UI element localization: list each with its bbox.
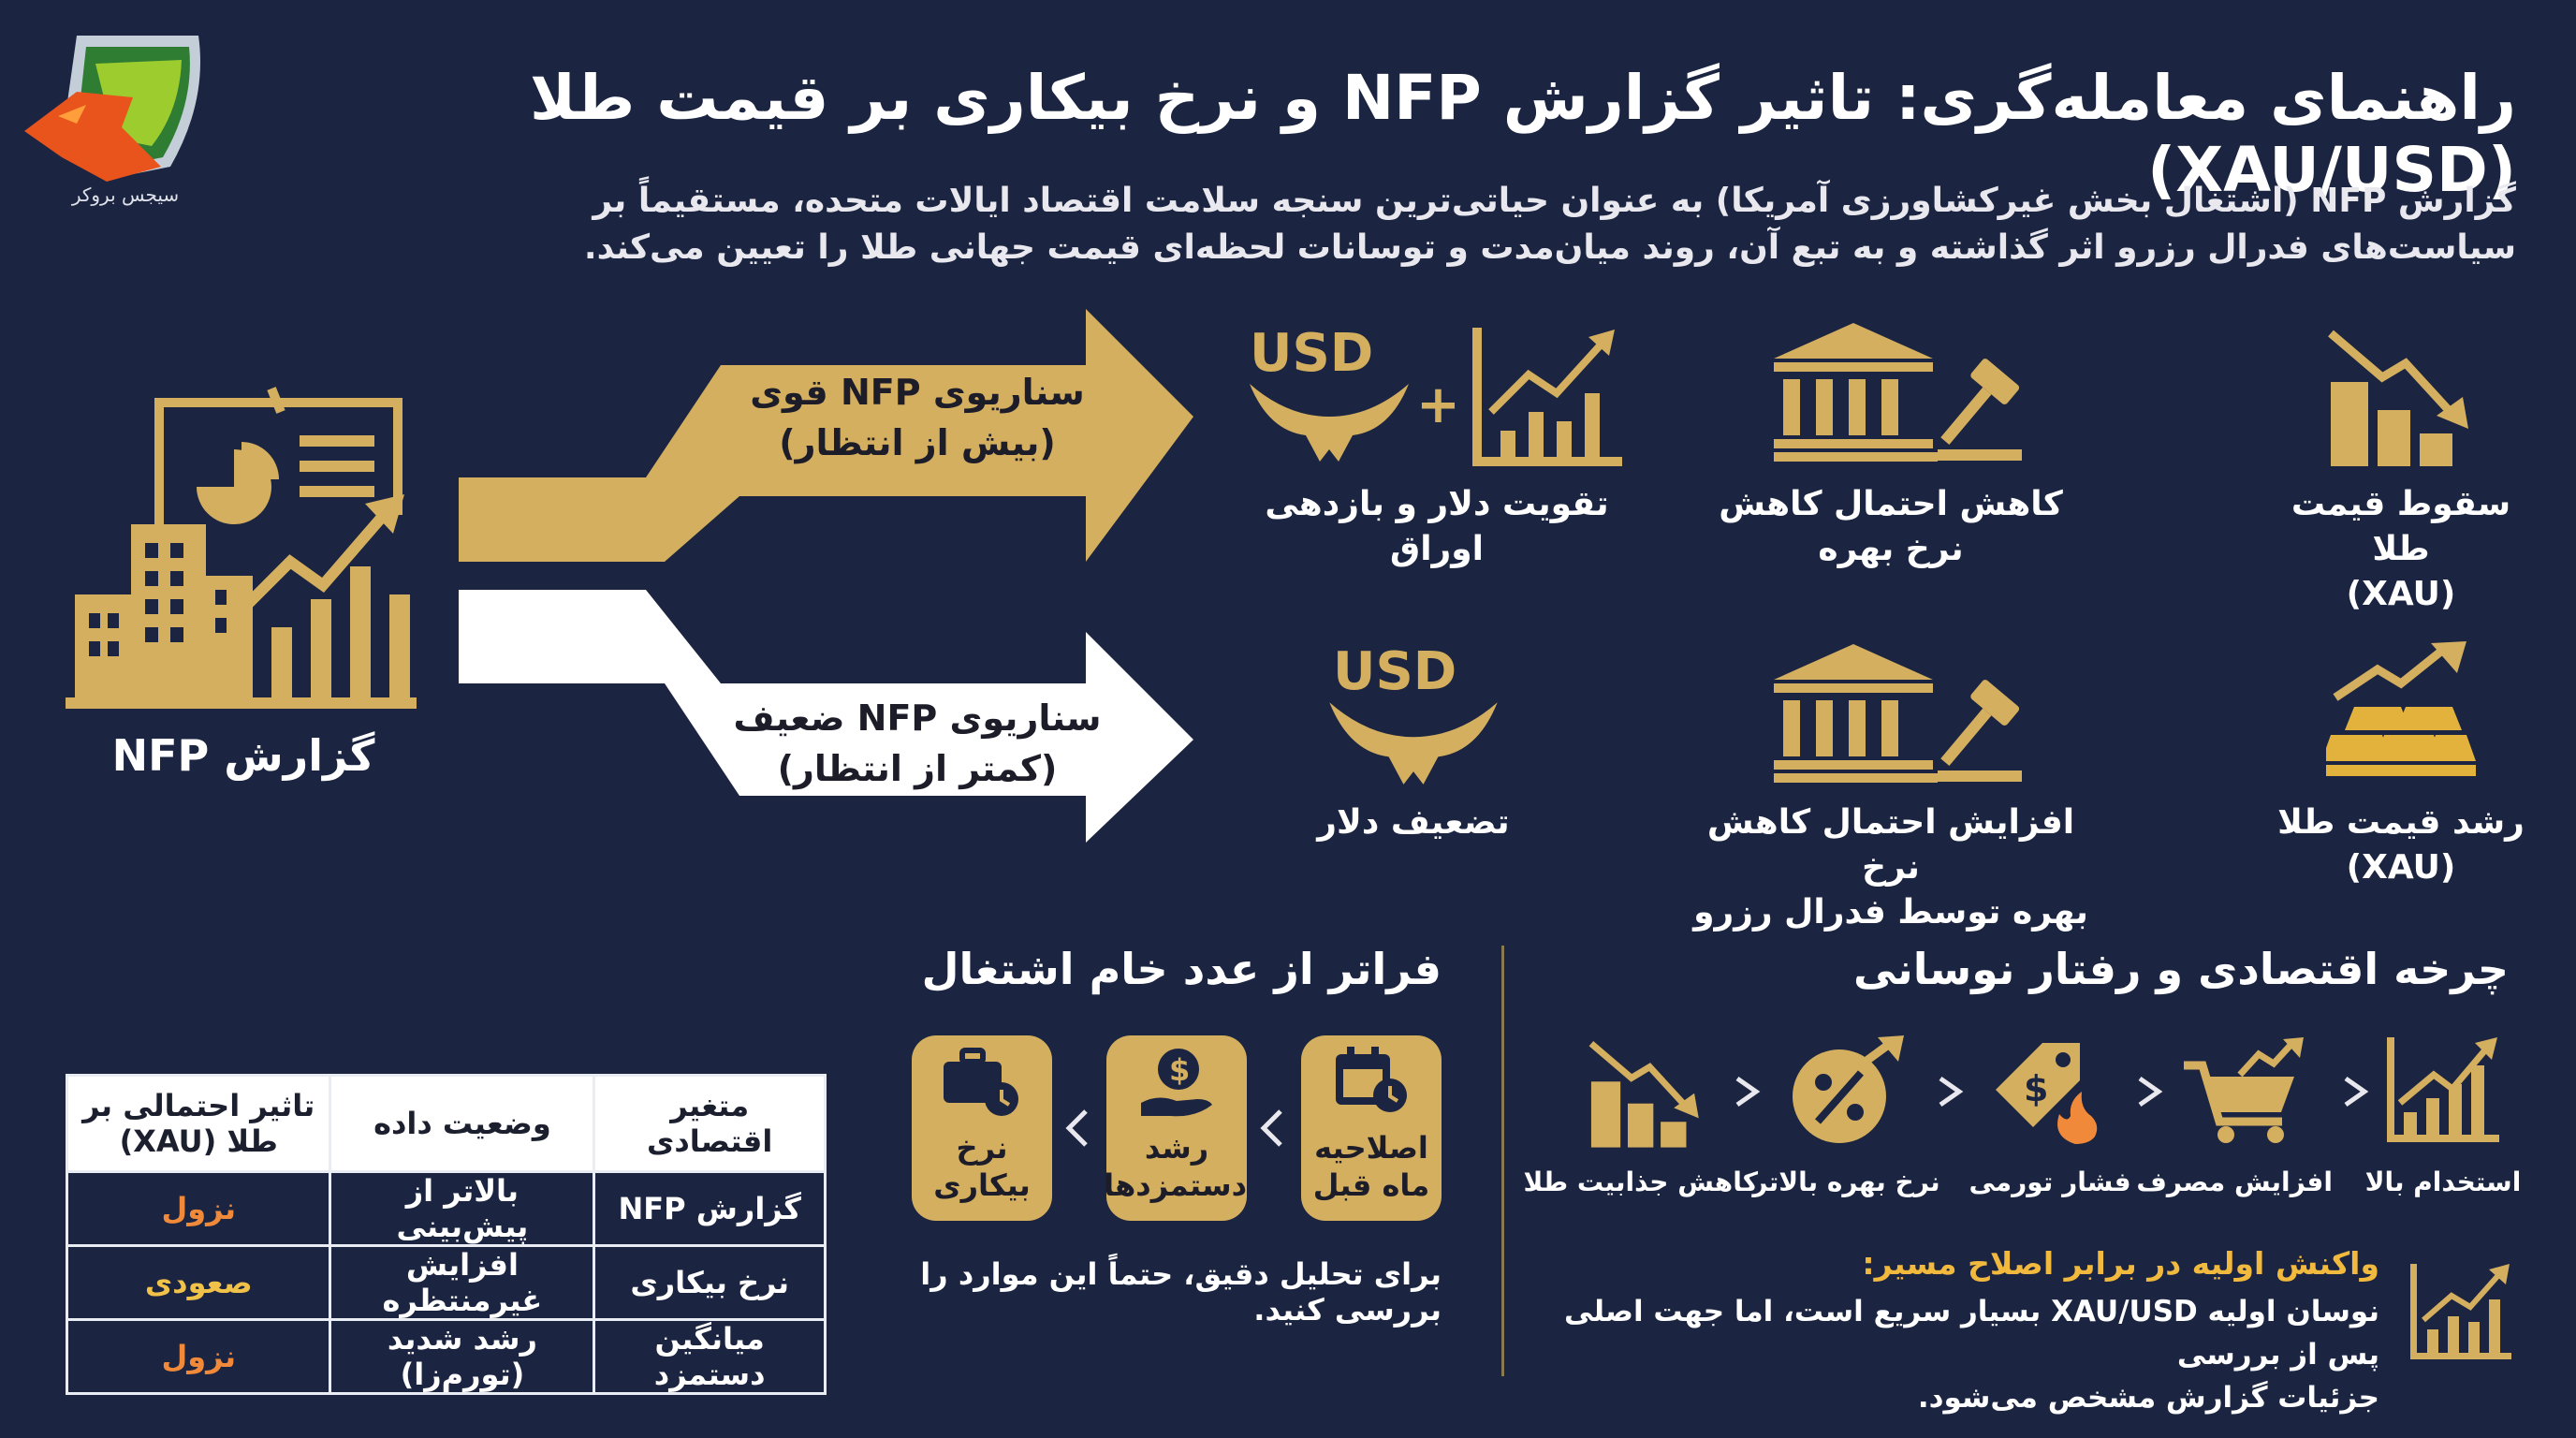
logo-caption: سیجس بروکر xyxy=(71,183,180,206)
briefcase-clock-icon xyxy=(944,1048,1018,1116)
table-cell: رشد شدید (تورم‌زا) xyxy=(329,1318,596,1395)
strong-outcome-3-label: سقوط قیمت طلا (XAU) xyxy=(2291,485,2511,613)
hand-dollar-icon: $ xyxy=(1141,1049,1212,1117)
impact-cell: نزول xyxy=(65,1170,332,1247)
nfp-source-label: گزارش NFP xyxy=(111,730,375,781)
column-header: تاثیر احتمالی بر طلا (XAU) xyxy=(65,1074,332,1173)
chevron-right-icon xyxy=(2138,1076,2163,1108)
table-header-row: متغیر اقتصادی وضعیت داده تاثیر احتمالی ب… xyxy=(65,1074,827,1173)
report-building-chart-icon xyxy=(66,387,417,709)
table-row: گزارش NFP بالاتر از پیش‌بینی نزول xyxy=(65,1170,827,1247)
usd-eagle-plus-chart-icon: USD + xyxy=(1250,323,1624,473)
tile-unemployment-rate: نرخ بیکاری xyxy=(912,1035,1052,1221)
table-cell: میانگین دستمزد xyxy=(593,1318,827,1395)
cycle-step-3-label: فشار تورمی xyxy=(1969,1167,2131,1197)
table-row: میانگین دستمزد رشد شدید (تورم‌زا) نزول xyxy=(65,1318,827,1395)
table-cell: گزارش NFP xyxy=(593,1170,827,1247)
column-header: وضعیت داده xyxy=(329,1074,596,1173)
chart-down-icon xyxy=(1588,1040,1699,1148)
plus-sign: + xyxy=(1416,374,1460,435)
chevron-right-icon xyxy=(2344,1076,2369,1108)
svg-text:$: $ xyxy=(2024,1068,2048,1109)
usd-text: USD xyxy=(1250,323,1374,384)
tile-wage-growth-label: رشد دستمزدها xyxy=(1104,1130,1247,1203)
chevron-right-icon xyxy=(1939,1076,1964,1108)
cycle-step-5-label: کاهش جذابیت طلا xyxy=(1523,1167,1758,1197)
rising-chart-icon xyxy=(1472,328,1622,466)
weak-outcome-1-label: تضعیف دلار xyxy=(1317,803,1510,842)
beyond-section-title: فراتر از عدد خام اشتغال xyxy=(921,944,1442,994)
cycle-step-2-label: افزایش مصرف xyxy=(2136,1167,2333,1197)
impact-cell: نزول xyxy=(65,1318,332,1395)
impact-cell: صعودی xyxy=(65,1244,332,1321)
weak-outcome-2-label: افزایش احتمال کاهش نرخ بهره توسط فدرال ر… xyxy=(1693,803,2088,932)
bank-gavel-icon xyxy=(1774,644,2022,783)
weak-outcome-3-label: رشد قیمت طلا (XAU) xyxy=(2277,803,2525,887)
gold-bars-up-icon xyxy=(2326,641,2476,776)
cycle-step-1-label: استخدام بالا xyxy=(2364,1167,2522,1197)
chevron-right-icon xyxy=(1735,1076,1761,1108)
tile-prior-revision-label: اصلاحیه ماه قبل xyxy=(1312,1130,1430,1203)
tile-wage-growth: $ رشد دستمزدها xyxy=(1104,1035,1247,1221)
strong-scenario-label: سناریوی NFP قوی (بیش از انتظار) xyxy=(750,372,1085,463)
impact-matrix-table: متغیر اقتصادی وضعیت داده تاثیر احتمالی ب… xyxy=(65,1074,827,1395)
chevron-left-icon xyxy=(1065,1109,1088,1147)
table-cell: افزایش غیرمنتظره xyxy=(329,1244,596,1321)
rising-chart-icon xyxy=(2410,1264,2511,1359)
calendar-clock-icon xyxy=(1336,1047,1407,1112)
cycle-note-text: نوسان اولیه XAU/USD بسیار سریع است، اما … xyxy=(1564,1295,2379,1415)
section-divider xyxy=(1501,946,1504,1376)
intro-paragraph: گزارش NFP (اشتغال بخش غیرکشاورزی آمریکا)… xyxy=(583,182,2516,267)
bank-gavel-icon xyxy=(1774,323,2022,462)
cycle-section-title: چرخه اقتصادی و رفتار نوسانی xyxy=(1852,944,2509,994)
cart-up-icon xyxy=(2184,1037,2304,1143)
strong-scenario-arrow xyxy=(459,309,1193,562)
svg-text:$: $ xyxy=(1169,1052,1190,1088)
table-cell: نرخ بیکاری xyxy=(593,1244,827,1321)
strong-outcome-2-label: کاهش احتمال کاهش نرخ بهره xyxy=(1719,485,2063,568)
table-cell: بالاتر از پیش‌بینی xyxy=(329,1170,596,1247)
table-row: نرخ بیکاری افزایش غیرمنتظره صعودی xyxy=(65,1244,827,1321)
cycle-step-4-label: نرخ بهره بالاتر xyxy=(1752,1167,1940,1197)
beyond-caption: برای تحلیل دقیق، حتماً این موارد را بررس… xyxy=(920,1256,1442,1328)
chart-down-icon xyxy=(2328,330,2468,466)
tile-prior-revision: اصلاحیه ماه قبل xyxy=(1301,1035,1442,1221)
scenario-arrows xyxy=(459,309,1193,843)
price-tag-fire-icon: $ xyxy=(1996,1043,2098,1144)
wolf-shield-logo xyxy=(24,36,200,182)
column-header: متغیر اقتصادی xyxy=(593,1074,827,1173)
usd-text: USD xyxy=(1333,641,1457,702)
eagle-icon xyxy=(1250,384,1409,462)
page-title: راهنمای معامله‌گری: تاثیر گزارش NFP و نر… xyxy=(529,62,2516,206)
percent-up-icon xyxy=(1793,1035,1904,1143)
rising-bars-icon xyxy=(2387,1037,2499,1142)
usd-eagle-icon: USD xyxy=(1329,641,1507,791)
eagle-icon xyxy=(1329,702,1498,785)
weak-scenario-arrow xyxy=(459,590,1193,843)
weak-scenario-label: سناریوی NFP ضعیف (کمتر از انتظار) xyxy=(733,697,1102,789)
cycle-note-title: واکنش اولیه در برابر اصلاح مسیر: xyxy=(1862,1245,2379,1282)
tile-unemployment-rate-label: نرخ بیکاری xyxy=(933,1130,1031,1203)
chevron-left-icon xyxy=(1260,1109,1282,1147)
strong-outcome-1-label: تقویت دلار و بازدهی اوراق xyxy=(1265,485,1609,568)
